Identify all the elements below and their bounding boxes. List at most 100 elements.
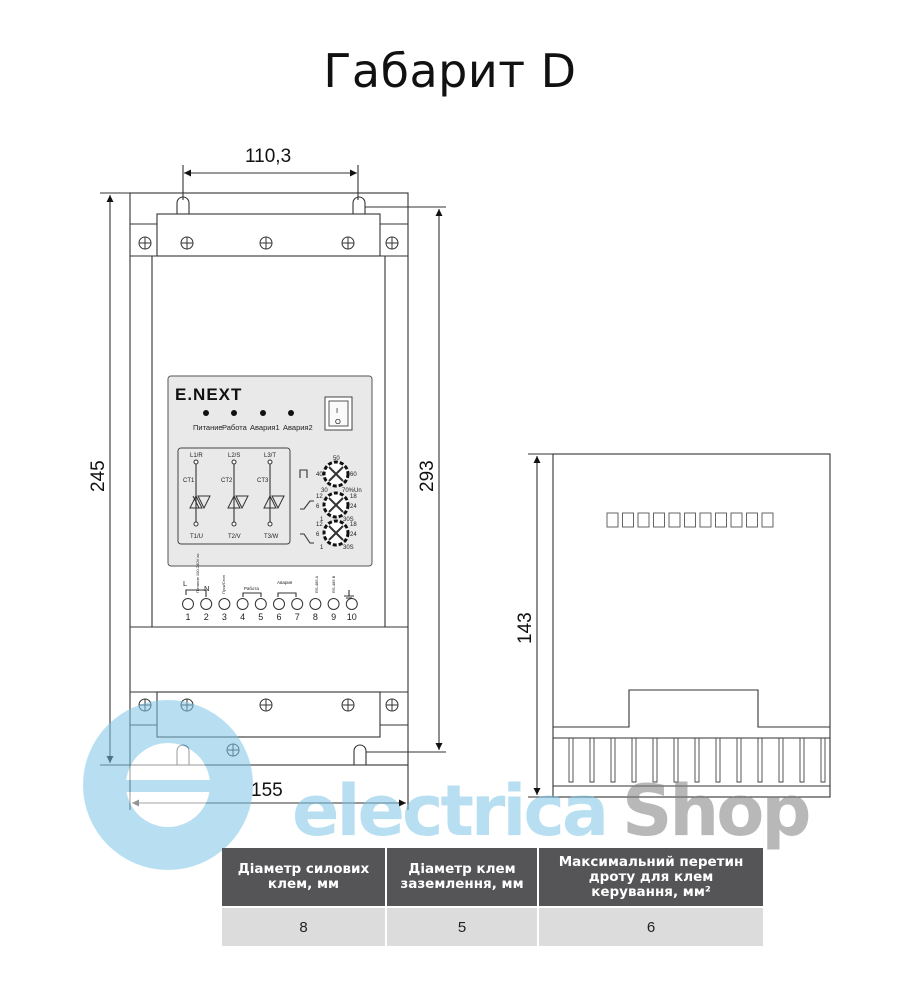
terminal-number: 7 [295,612,300,622]
svg-text:30: 30 [321,488,328,494]
side-view: 143 [515,453,831,798]
terminal-1[interactable]: 1 [182,598,194,623]
svg-text:1: 1 [320,545,324,551]
terminal-8[interactable]: 8 [309,598,322,623]
vent-slots [606,512,774,528]
vent-slot [699,512,712,528]
svg-text:24: 24 [350,532,357,538]
terminal-2[interactable]: 2 [200,598,213,623]
heatsink-fin [715,738,721,783]
svg-text:Пуск/Стоп: Пуск/Стоп [221,575,226,594]
heatsink-fin [673,738,679,783]
svg-text:I: I [336,406,338,415]
terminal-number: 9 [331,612,336,622]
power-switch[interactable]: I O [324,396,353,431]
vent-slot [684,512,696,528]
led-label: Авария2 [283,423,313,432]
table-header: Діаметр клем заземлення, мм [386,848,539,907]
svg-text:L3/T: L3/T [264,453,276,459]
svg-text:6: 6 [316,532,320,538]
svg-text:N: N [204,584,209,593]
svg-text:Работа: Работа [244,586,259,591]
dim-depth: 143 [515,612,536,644]
vent-slot [761,512,774,528]
front-view: E.NEXT Питание Работа Авария1 Авария2 I … [129,192,409,766]
heatsink-fin [652,738,658,783]
svg-text:30S: 30S [343,517,354,523]
led-label: Питание [193,423,223,432]
ramp-icon [299,469,314,544]
terminal-number: 5 [258,612,263,622]
table-cell: 6 [538,906,763,946]
table-cell: 5 [386,906,539,946]
svg-text:T2/V: T2/V [228,534,241,540]
svg-text:L: L [183,579,187,588]
terminal-4[interactable]: 4 [236,598,249,623]
svg-text:60: 60 [350,472,357,478]
table-header: Діаметр силових клем, мм [222,848,387,907]
svg-text:12: 12 [316,522,323,528]
terminal-block: L N Питание 100-240V ac Пуск/Стоп Работа… [182,553,358,623]
heatsink-fin [568,738,574,783]
svg-text:70%Un: 70%Un [342,488,362,494]
svg-text:6: 6 [316,504,320,510]
led-label: Авария1 [250,423,280,432]
svg-text:50: 50 [333,456,340,462]
page-title: Габарит D [323,44,577,98]
terminal-number: 6 [277,612,282,622]
svg-text:Авария: Авария [277,580,293,585]
terminal-9[interactable]: 9 [327,598,340,623]
heatsink-fin [631,738,637,783]
svg-text:1: 1 [320,517,324,523]
svg-text:CT1: CT1 [183,478,195,484]
enclosure-outline [129,192,409,766]
dim-height-mount: 293 [417,460,438,492]
svg-text:RS-485 B: RS-485 B [331,575,336,593]
terminal-number: 10 [347,612,357,622]
top-bracket [156,213,381,257]
svg-text:Питание 100-240V ac: Питание 100-240V ac [195,553,200,593]
mount-slot [352,196,366,214]
vent-slot [622,512,634,528]
table-row: 8 5 6 [222,906,763,946]
specs-table: Діаметр силових клем, мм Діаметр клем за… [222,848,763,946]
heatsink-fins [568,738,826,783]
heatsink-fin [820,738,826,783]
dim-height-overall: 245 [88,460,109,492]
voltage-knob[interactable]: 50 40 60 30 70%Un [316,456,362,494]
svg-text:24: 24 [350,504,357,510]
vent-slot [653,512,665,528]
vent-slot [715,512,727,528]
terminal-6[interactable]: 6 [273,598,285,623]
svg-text:L2/S: L2/S [228,453,240,459]
heatsink-fin [610,738,616,783]
vent-slot [746,512,758,528]
led-label: Работа [222,423,248,432]
start-time-knob[interactable]: 12 18 6 24 1 30S [316,491,357,523]
svg-text:L1/R: L1/R [190,453,203,459]
brand-logo: E.NEXT [175,385,242,404]
stop-time-knob[interactable]: 12 18 6 24 1 30S [316,519,357,551]
svg-text:18: 18 [350,522,357,528]
dim-width: 155 [251,780,283,801]
terminal-3[interactable]: 3 [218,598,231,623]
control-panel: E.NEXT Питание Работа Авария1 Авария2 I … [167,375,373,567]
terminal-10[interactable]: 10 [345,598,358,623]
heatsink-fin [694,738,700,783]
svg-text:CT2: CT2 [221,478,233,484]
terminal-7[interactable]: 7 [291,598,304,623]
vent-slot [606,512,619,528]
led-indicators: Питание Работа Авария1 Авария2 [193,410,313,432]
terminal-number: 3 [222,612,227,622]
vent-slot [730,512,743,528]
svg-text:T1/U: T1/U [190,534,203,540]
svg-text:30S: 30S [343,545,354,551]
terminal-5[interactable]: 5 [254,598,267,623]
svg-text:O: O [335,417,341,426]
svg-text:RS-485 A: RS-485 A [314,576,319,593]
vent-slot [637,512,650,528]
heatsink-fin [799,738,805,783]
terminal-number: 8 [313,612,318,622]
svg-text:18: 18 [350,494,357,500]
